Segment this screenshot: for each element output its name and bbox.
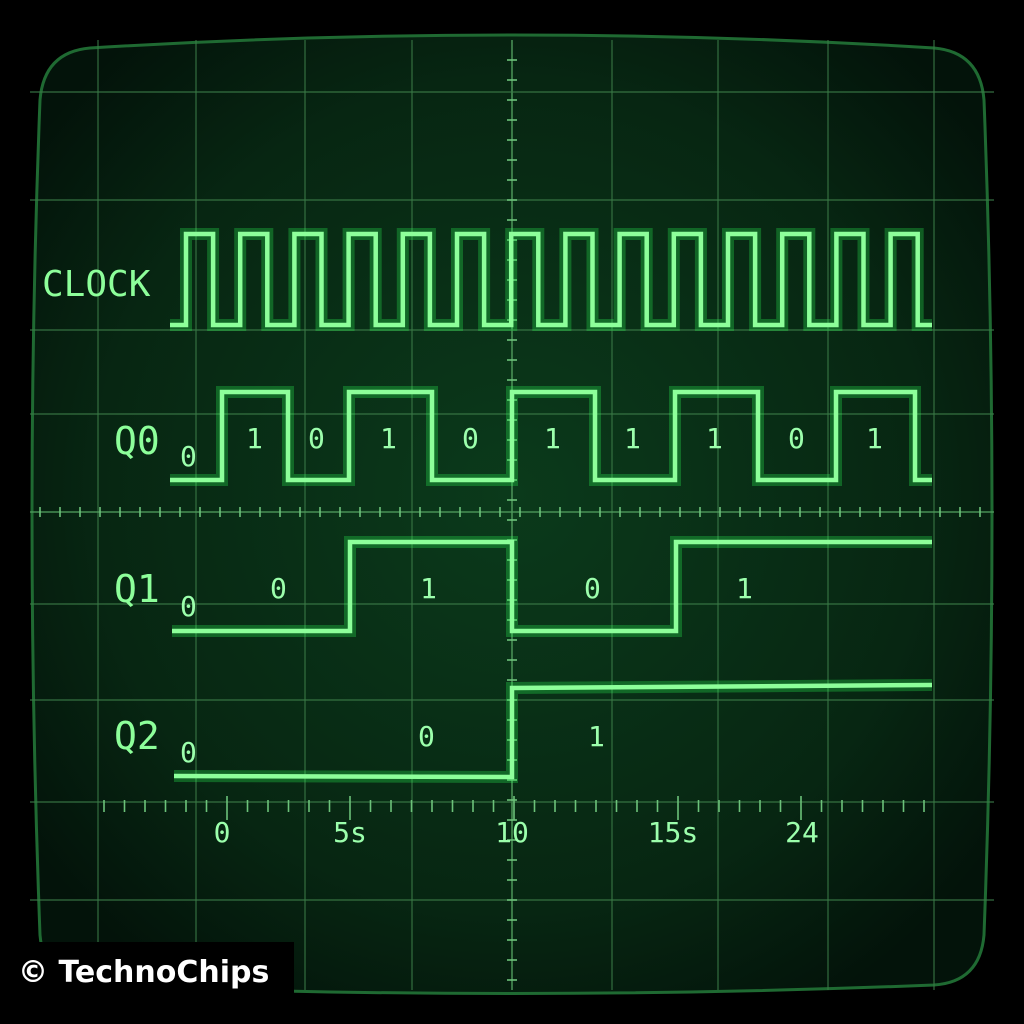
q0-bit: 1 [246, 422, 263, 455]
q0-bit: 1 [544, 422, 561, 455]
q1-bit: 1 [420, 572, 437, 605]
q0-bit: 1 [624, 422, 641, 455]
q0-bit: 1 [706, 422, 723, 455]
timing-waveforms [170, 228, 933, 784]
time-axis-label: 24 [785, 816, 819, 849]
time-axis-label: 15s [648, 816, 699, 849]
q0-bit: 1 [380, 422, 397, 455]
q1-bit: 1 [736, 572, 753, 605]
q1-initial-value: 0 [180, 590, 197, 623]
q2-bit: 1 [588, 720, 605, 753]
q0-initial-value: 0 [180, 440, 197, 473]
q2-waveform [173, 682, 933, 780]
q2-bit: 0 [418, 720, 435, 753]
time-axis-label: 5s [333, 816, 367, 849]
q2-initial-value: 0 [180, 736, 197, 769]
graticule [30, 40, 994, 990]
q1-bit: 0 [584, 572, 601, 605]
q0-bit: 1 [866, 422, 883, 455]
q1-label: Q1 [114, 567, 160, 611]
q0-bit: 0 [462, 422, 479, 455]
q1-waveform [172, 539, 932, 634]
center-axis-ticks [39, 59, 981, 981]
time-axis-label: 0 [214, 816, 231, 849]
clock-label: CLOCK [42, 264, 151, 305]
watermark: © TechnoChips [0, 942, 294, 1002]
time-axis-label: 10 [495, 816, 529, 849]
q0-waveform [170, 389, 932, 483]
q2-label: Q2 [114, 714, 160, 758]
q0-label: Q0 [114, 419, 160, 463]
q0-bit: 0 [788, 422, 805, 455]
q0-bit: 0 [308, 422, 325, 455]
clock-waveform [170, 231, 932, 328]
q1-bit: 0 [270, 572, 287, 605]
